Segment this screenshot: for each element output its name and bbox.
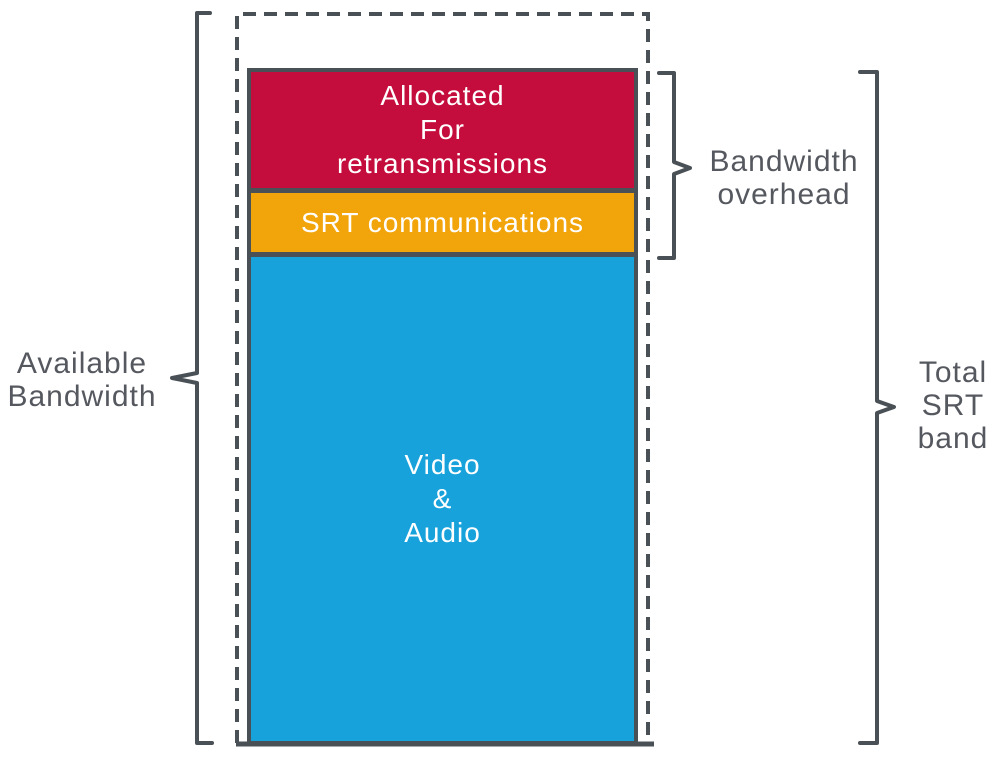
segment-srt-communications: SRT communications <box>251 188 634 257</box>
segment-retransmissions: Allocated For retransmissions <box>251 72 634 188</box>
total-srt-band-label-line: SRT <box>921 389 985 422</box>
total-srt-band-label-line: Total <box>918 356 988 389</box>
total-srt-band-label-line: band <box>917 422 989 455</box>
total-srt-band-brace <box>858 70 896 745</box>
available-bandwidth-label-line: Bandwidth <box>7 380 157 413</box>
segment-video-audio: Video & Audio <box>251 257 634 741</box>
segment-retransmissions-label-line: retransmissions <box>336 148 549 179</box>
segment-retransmissions-label-line: For <box>420 114 465 145</box>
bandwidth-overhead-label-line: Bandwidth <box>709 145 859 178</box>
bandwidth-overhead-label-line: overhead <box>717 178 851 211</box>
segment-srt-communications-label: SRT communications <box>300 206 585 238</box>
available-bandwidth-brace <box>170 11 214 745</box>
bandwidth-overhead-brace <box>657 71 692 260</box>
segment-retransmissions-label-line: Allocated <box>380 80 505 111</box>
bandwidth-bar: Allocated For retransmissions SRT commun… <box>247 68 638 745</box>
bandwidth-overhead-label: Bandwidth overhead <box>694 145 874 211</box>
segment-video-audio-label-line: Audio <box>404 517 481 548</box>
available-bandwidth-dashed-outline <box>235 12 650 743</box>
available-bandwidth-label-line: Available <box>16 347 148 380</box>
total-srt-band-label: Total SRT band <box>892 356 1000 455</box>
segment-video-audio-label-line: Video <box>404 449 481 480</box>
segment-video-audio-label-line: & <box>432 483 453 514</box>
available-bandwidth-label: Available Bandwidth <box>0 347 166 413</box>
